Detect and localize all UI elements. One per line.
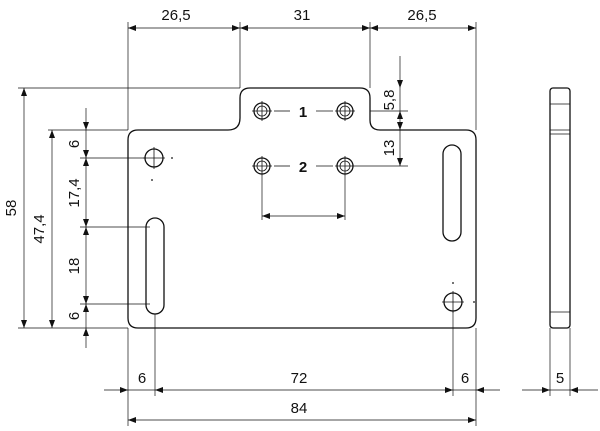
- top-dimension-lines: [127, 22, 477, 130]
- slot-right: [442, 144, 462, 242]
- dim-right-5-8: 5,8: [381, 90, 398, 111]
- threaded-hole-2a: [252, 156, 272, 176]
- bottom-dimension-lines: [104, 311, 500, 426]
- hole-pair-1-label-group: 1: [274, 104, 333, 121]
- side-thickness-dimension: [522, 328, 598, 396]
- dim-right-13: 13: [381, 140, 398, 157]
- dim-left-6-bottom: 6: [66, 312, 83, 320]
- mounting-hole-top-left: [143, 147, 165, 169]
- hole-pair-2-label: 2: [299, 159, 307, 176]
- dim-height-inner: 47,4: [31, 214, 48, 243]
- right-chain-dimension: [355, 56, 408, 167]
- dim-top-left: 26,5: [161, 7, 190, 24]
- dim-bottom-6-right: 6: [461, 370, 469, 387]
- left-chain-dimension: [80, 108, 150, 348]
- dim-bottom-6-left: 6: [138, 370, 146, 387]
- left-inner-dimension: [48, 129, 128, 328]
- dim-left-18: 18: [66, 258, 83, 275]
- threaded-hole-1b: [335, 101, 355, 121]
- hole-spacing-dim: [261, 176, 346, 220]
- dim-top-right: 26,5: [407, 7, 436, 24]
- side-view: [549, 87, 571, 329]
- threaded-hole-1a: [252, 101, 272, 121]
- center-marks: [151, 157, 475, 303]
- dim-bottom-72: 72: [291, 370, 308, 387]
- hole-pair-1-label: 1: [299, 104, 307, 121]
- threaded-hole-2b: [335, 156, 355, 176]
- plate-outline: [127, 87, 477, 329]
- dim-left-17-4: 17,4: [66, 178, 83, 207]
- mounting-hole-bottom-right: [442, 291, 464, 313]
- hole-pair-2-label-group: 2: [274, 159, 333, 176]
- dim-side-thickness: 5: [556, 370, 564, 387]
- dim-left-6-top: 6: [66, 140, 83, 148]
- slot-left: [145, 217, 165, 315]
- dim-height-total: 58: [3, 200, 20, 217]
- dim-top-middle: 31: [294, 7, 311, 24]
- left-outer-dimension: [18, 87, 240, 329]
- dim-bottom-84: 84: [291, 400, 308, 417]
